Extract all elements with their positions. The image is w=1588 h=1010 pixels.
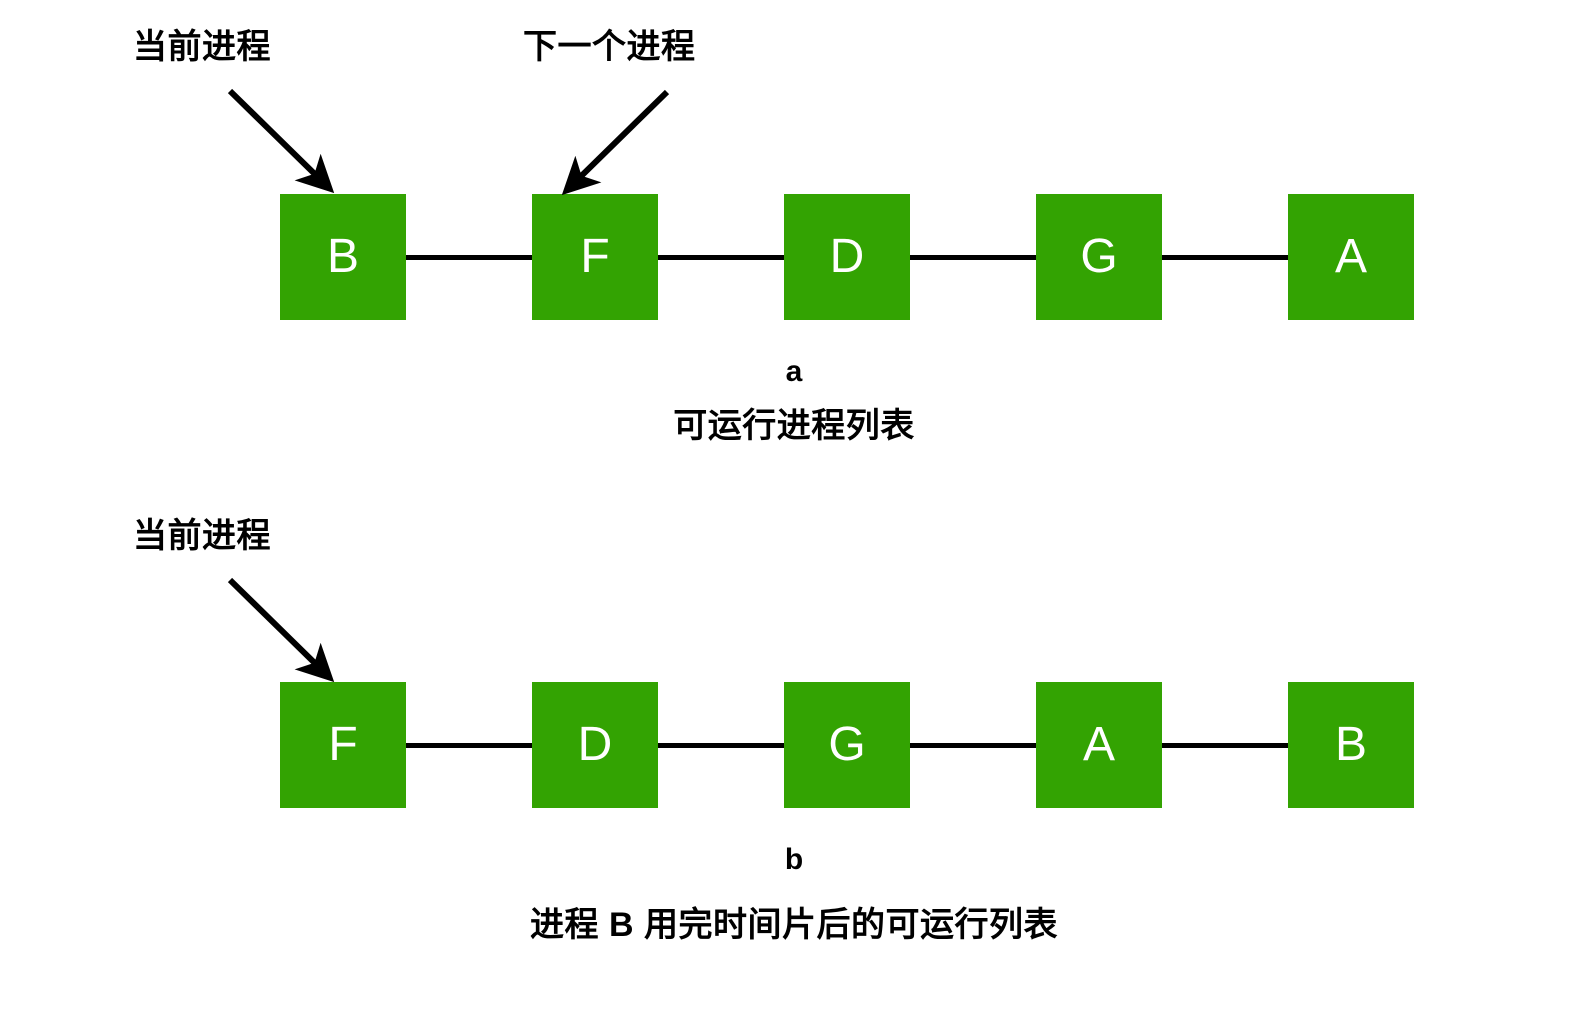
annotation-arrow-current-process-a xyxy=(227,88,335,194)
process-node[interactable]: B xyxy=(1288,682,1414,808)
process-node[interactable]: F xyxy=(280,682,406,808)
panel-letter-a: a xyxy=(785,355,803,388)
process-node[interactable]: F xyxy=(532,194,658,320)
process-chain-b: F D G A B xyxy=(280,682,1432,808)
process-node[interactable]: D xyxy=(532,682,658,808)
process-node[interactable]: G xyxy=(784,682,910,808)
connector-link xyxy=(910,255,1036,260)
connector-link xyxy=(658,743,784,748)
process-node[interactable]: B xyxy=(280,194,406,320)
process-node[interactable]: G xyxy=(1036,194,1162,320)
connector-link xyxy=(910,743,1036,748)
process-node[interactable]: D xyxy=(784,194,910,320)
annotation-label-current-process-a: 当前进程 xyxy=(133,28,271,66)
annotation-arrow-current-process-b xyxy=(227,577,335,683)
connector-link xyxy=(406,255,532,260)
process-node[interactable]: A xyxy=(1036,682,1162,808)
annotation-label-next-process-a: 下一个进程 xyxy=(523,28,696,66)
panel-caption-b: 进程 B 用完时间片后的可运行列表 xyxy=(530,906,1058,944)
connector-link xyxy=(406,743,532,748)
process-chain-a: B F D G A xyxy=(280,194,1432,320)
annotation-arrow-next-process-a xyxy=(561,89,670,196)
annotation-label-current-process-b: 当前进程 xyxy=(133,517,271,555)
panel-letter-b: b xyxy=(784,843,804,876)
connector-link xyxy=(658,255,784,260)
process-node[interactable]: A xyxy=(1288,194,1414,320)
connector-link xyxy=(1162,743,1288,748)
panel-caption-a: 可运行进程列表 xyxy=(673,407,915,445)
connector-link xyxy=(1162,255,1288,260)
